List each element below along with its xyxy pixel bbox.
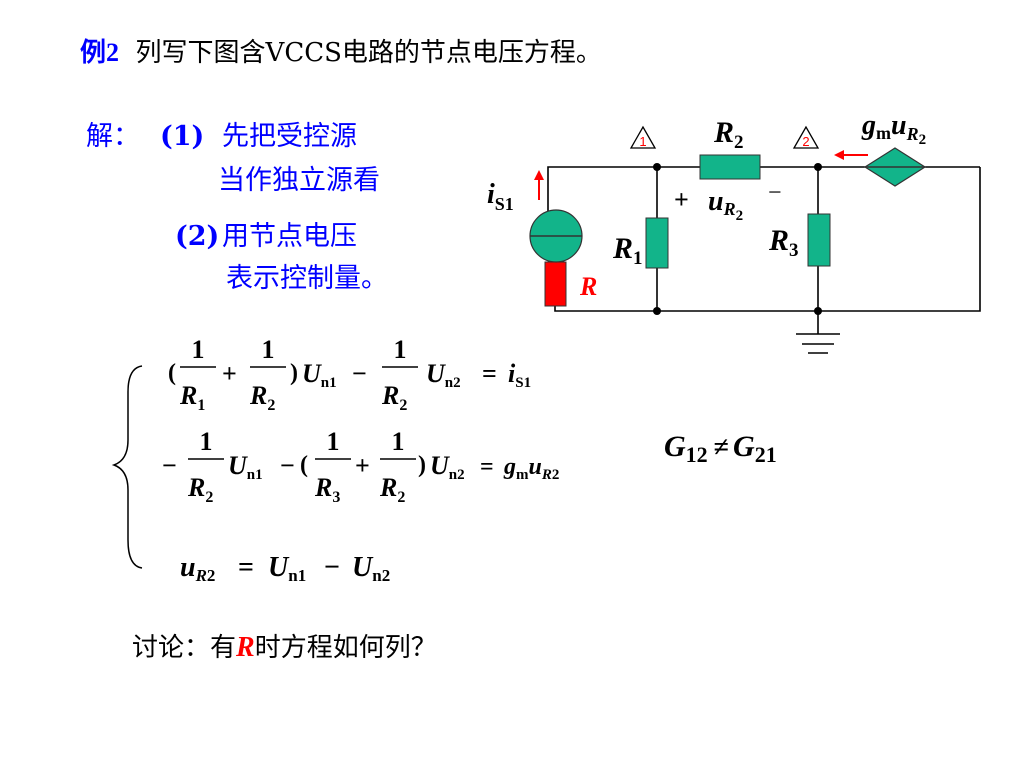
svg-text:1: 1 — [394, 335, 407, 364]
gm-ur2-label: gmuR2 — [861, 110, 926, 148]
svg-text:G12≠G21: G12≠G21 — [664, 430, 777, 467]
svg-text:): ) — [290, 360, 298, 386]
discussion-question: 讨论：有R时方程如何列？ — [132, 630, 437, 666]
node-dot — [653, 307, 661, 315]
svg-text:R2: R2 — [379, 473, 405, 506]
example-number: 例2 — [80, 38, 120, 67]
svg-text:=: = — [238, 552, 254, 583]
node2-label: 2 — [802, 134, 809, 149]
svg-text:1: 1 — [262, 335, 275, 364]
svg-text:Un2: Un2 — [352, 552, 390, 585]
svg-text:−: − — [324, 552, 340, 583]
plus-sign: + — [674, 185, 689, 214]
svg-text:=: = — [480, 454, 494, 480]
svg-text:(: ( — [168, 360, 176, 386]
ground-symbol — [796, 333, 840, 354]
svg-text:+: + — [222, 359, 237, 388]
step2-line2: 表示控制量。 — [226, 263, 388, 294]
minus-sign: − — [768, 180, 782, 206]
node-marker-icon — [629, 125, 657, 149]
r3-label: R3 — [768, 224, 799, 261]
step2-line1: 用节点电压 — [222, 221, 357, 252]
svg-text:1: 1 — [200, 427, 213, 456]
svg-text:R2: R2 — [249, 381, 275, 414]
svg-text:Un1: Un1 — [302, 359, 337, 391]
inequality-g12-g21: G12≠G21 — [664, 430, 777, 467]
discussion-prefix: 讨论：有 — [132, 633, 237, 663]
r2-label: R2 — [713, 116, 744, 153]
resistor-r3 — [807, 213, 831, 267]
svg-text:−: − — [280, 451, 295, 480]
node-marker-icon — [792, 125, 820, 149]
step1-line1: 先把受控源 — [222, 121, 357, 152]
svg-text:R1: R1 — [179, 381, 205, 414]
step1-number: (1) — [160, 121, 205, 152]
svg-text:Un2: Un2 — [430, 451, 465, 483]
node-dot — [814, 307, 822, 315]
svg-text:Un1: Un1 — [228, 451, 263, 483]
svg-text:=: = — [482, 359, 497, 388]
svg-text:1: 1 — [327, 427, 340, 456]
equation-3: uR2 = Un1 − Un2 — [180, 552, 390, 585]
svg-text:iS1: iS1 — [508, 359, 531, 391]
discussion-r: R — [236, 632, 255, 663]
svg-text:1: 1 — [192, 335, 205, 364]
ur2-label: uR2 — [708, 186, 743, 224]
svg-text:+: + — [355, 451, 370, 480]
svg-text:uR2: uR2 — [180, 552, 215, 585]
svg-text:1: 1 — [392, 427, 405, 456]
r1-label: R1 — [612, 232, 643, 269]
svg-text:−: − — [352, 359, 367, 388]
page-title: 例2 列写下图含VCCS电路的节点电压方程。 — [80, 36, 602, 70]
svg-text:(: ( — [300, 452, 308, 478]
resistor-r2 — [699, 154, 761, 180]
svg-text:−: − — [162, 451, 177, 480]
step2-number: (2) — [175, 221, 220, 252]
svg-text:Un2: Un2 — [426, 359, 461, 391]
svg-text:R2: R2 — [381, 381, 407, 414]
equation-1: ( 1 R1 + 1 R2 ) Un1 − 1 R2 Un2 = iS1 — [168, 335, 531, 414]
equation-2: − 1 R2 Un1 − ( 1 R3 + 1 R2 ) Un2 = gmuR2 — [162, 427, 559, 506]
svg-text:R3: R3 — [314, 473, 340, 506]
node-dot — [653, 163, 661, 171]
is1-label: iS1 — [487, 179, 514, 214]
svg-text:R2: R2 — [187, 473, 213, 506]
node1-label: 1 — [639, 134, 646, 149]
svg-text:): ) — [418, 452, 426, 478]
r-label: R — [579, 272, 597, 301]
title-text: 列写下图含VCCS电路的节点电压方程。 — [135, 38, 602, 68]
resistor-r1 — [645, 217, 669, 269]
discussion-suffix: 时方程如何列？ — [254, 633, 437, 663]
step1-line2: 当作独立源看 — [218, 165, 380, 196]
solution-label: 解： — [86, 121, 140, 152]
svg-text:Un1: Un1 — [268, 552, 306, 585]
svg-text:gmuR2: gmuR2 — [503, 454, 559, 483]
left-brace — [111, 365, 143, 569]
node-dot — [814, 163, 822, 171]
